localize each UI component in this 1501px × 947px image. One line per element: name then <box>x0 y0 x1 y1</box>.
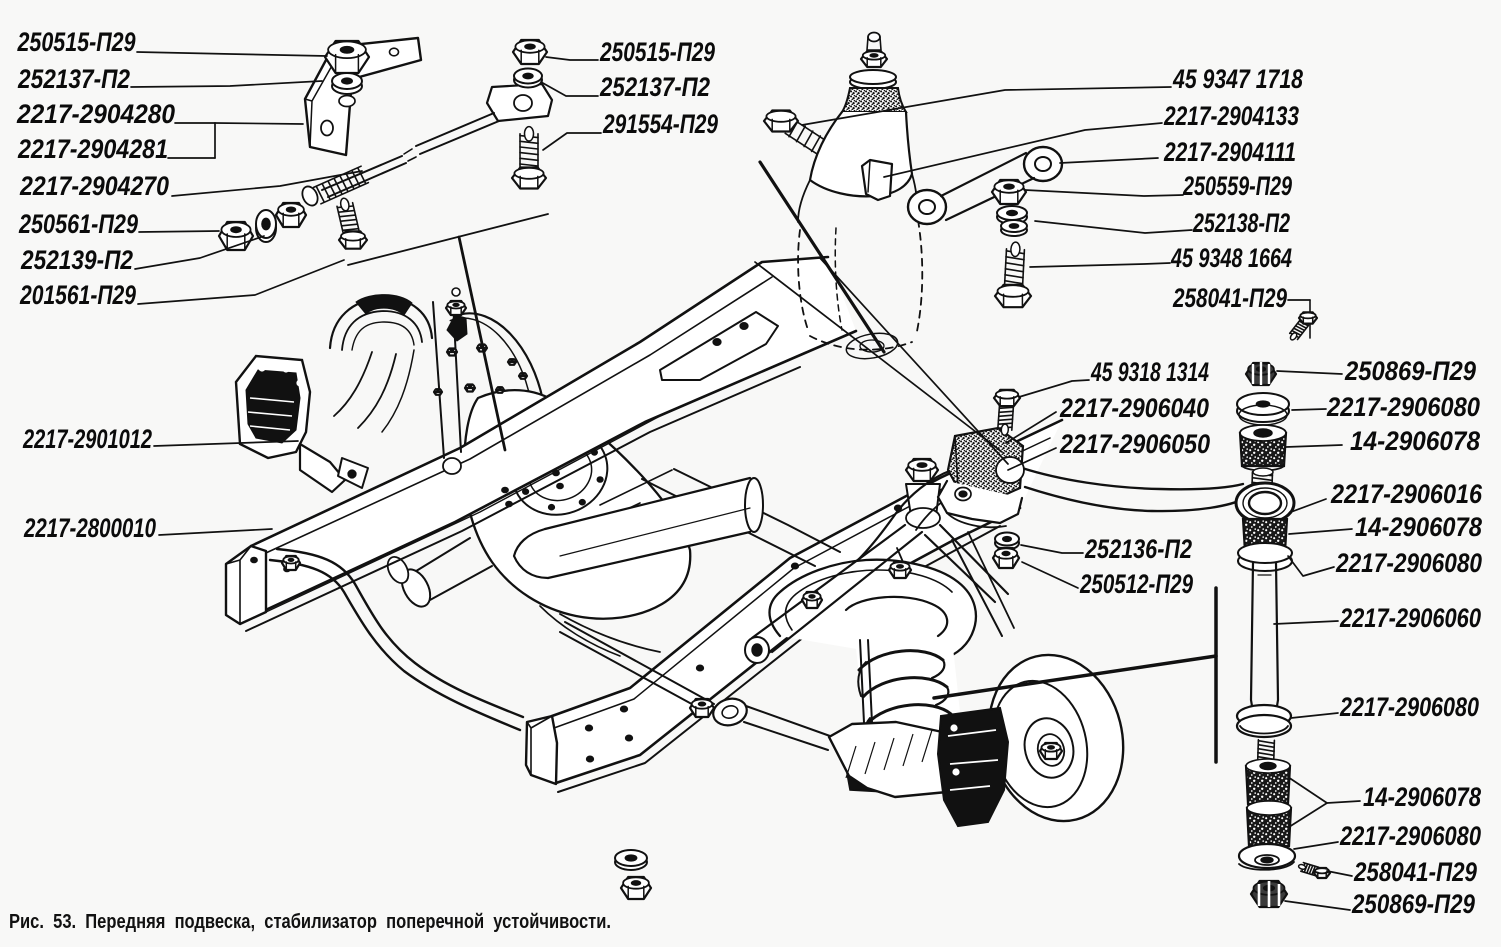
svg-text:250515-П29: 250515-П29 <box>599 37 715 67</box>
svg-text:250559-П29: 250559-П29 <box>1182 171 1292 201</box>
svg-text:2217-2904133: 2217-2904133 <box>1163 101 1299 131</box>
svg-text:250869-П29: 250869-П29 <box>1344 356 1476 386</box>
svg-text:14-2906078: 14-2906078 <box>1350 426 1480 456</box>
svg-text:258041-П29: 258041-П29 <box>1353 857 1477 887</box>
svg-text:Рис. 53. Передняя подвеска,: Рис. 53. Передняя подвеска, стабилизатор… <box>9 911 611 933</box>
svg-text:2217-2906060: 2217-2906060 <box>1339 603 1481 633</box>
svg-text:252137-П2: 252137-П2 <box>17 64 130 94</box>
svg-text:14-2906078: 14-2906078 <box>1355 512 1482 542</box>
svg-text:250512-П29: 250512-П29 <box>1079 569 1193 599</box>
svg-text:258041-П29: 258041-П29 <box>1172 283 1287 313</box>
svg-text:250869-П29: 250869-П29 <box>1351 889 1475 919</box>
svg-text:45 9347 1718: 45 9347 1718 <box>1172 64 1303 94</box>
svg-text:250561-П29: 250561-П29 <box>18 209 138 239</box>
svg-text:2217-2901012: 2217-2901012 <box>22 424 152 454</box>
svg-text:201561-П29: 201561-П29 <box>19 280 136 310</box>
svg-text:2217-2906050: 2217-2906050 <box>1059 429 1210 459</box>
svg-text:250515-П29: 250515-П29 <box>17 27 136 57</box>
svg-text:14-2906078: 14-2906078 <box>1363 782 1481 812</box>
svg-text:2217-2800010: 2217-2800010 <box>23 513 156 543</box>
svg-text:45 9318 1314: 45 9318 1314 <box>1090 357 1209 387</box>
svg-text:2217-2906016: 2217-2906016 <box>1330 479 1483 509</box>
svg-text:45 9348 1664: 45 9348 1664 <box>1170 243 1292 273</box>
svg-text:2217-2906080: 2217-2906080 <box>1326 392 1480 422</box>
svg-text:2217-2904281: 2217-2904281 <box>17 134 168 164</box>
svg-text:2217-2906080: 2217-2906080 <box>1335 548 1482 578</box>
svg-text:2217-2906080: 2217-2906080 <box>1339 821 1481 851</box>
svg-text:2217-2904270: 2217-2904270 <box>19 171 169 201</box>
svg-text:2217-2904111: 2217-2904111 <box>1163 137 1296 167</box>
svg-text:2217-2906080: 2217-2906080 <box>1339 692 1479 722</box>
svg-text:252137-П2: 252137-П2 <box>599 72 710 102</box>
svg-text:2217-2906040: 2217-2906040 <box>1059 393 1209 423</box>
svg-text:252139-П2: 252139-П2 <box>20 245 133 275</box>
svg-text:252138-П2: 252138-П2 <box>1192 208 1290 238</box>
svg-text:2217-2904280: 2217-2904280 <box>16 99 175 129</box>
svg-text:252136-П2: 252136-П2 <box>1084 534 1192 564</box>
svg-text:291554-П29: 291554-П29 <box>602 109 718 139</box>
